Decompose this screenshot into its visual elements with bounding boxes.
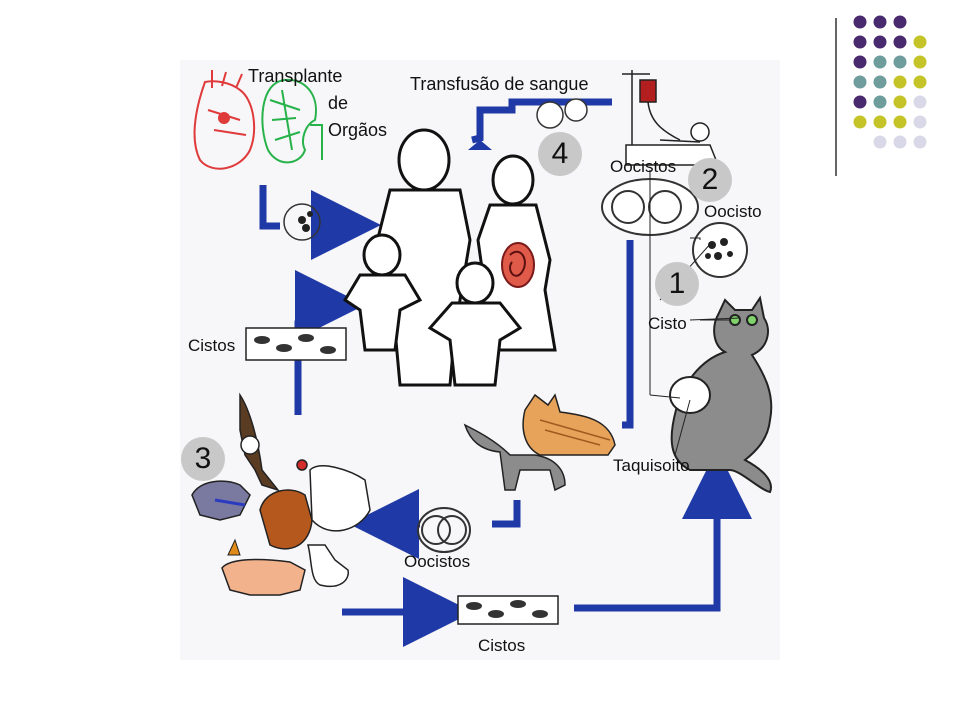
- arrow-oocyst-cat: [622, 240, 634, 429]
- orange-cat-icon: [522, 393, 616, 456]
- arrow-transfusion: [471, 98, 612, 144]
- badge-four: 4: [538, 132, 582, 176]
- decor-dot: [893, 15, 907, 29]
- decor-dot: [853, 95, 867, 109]
- eagle-icon: [239, 392, 281, 492]
- oocyst-icon: [536, 98, 588, 129]
- decor-dot: [893, 55, 907, 69]
- label-cistos-bottom: Cistos: [478, 636, 526, 655]
- decor-dot: [913, 35, 927, 49]
- decorative-dot-grid: [835, 15, 927, 176]
- decor-dot: [873, 15, 887, 29]
- decor-dot: [893, 35, 907, 49]
- gray-cat-icon: [669, 295, 773, 494]
- decor-dot: [893, 135, 907, 149]
- kidney-icon: [261, 78, 323, 164]
- decor-dot: [853, 15, 867, 29]
- decor-dot: [853, 55, 867, 69]
- arrow-cysts-to-cat: [574, 449, 752, 612]
- arrow-cat-to-oocysts: [492, 500, 521, 528]
- blood-bag-icon: [622, 70, 720, 166]
- arrow-organs: [259, 185, 280, 230]
- badge-two: 2: [688, 158, 732, 202]
- oocyst-icon: [417, 507, 471, 553]
- chicken-icon: [259, 459, 371, 550]
- label-oocisto: Oocisto: [704, 202, 762, 221]
- label-transplante: Transplante: [248, 66, 343, 86]
- decor-dot: [873, 95, 887, 109]
- decor-dot: [913, 95, 927, 109]
- label-orgaos: Orgãos: [328, 120, 388, 140]
- goose-icon: [307, 544, 349, 587]
- tissue-cyst-icon: [245, 327, 559, 625]
- decor-dot: [893, 115, 907, 129]
- label-oocistos-bottom: Oocistos: [404, 552, 471, 571]
- gray-cat-icon: [463, 423, 566, 492]
- heart-icon: [193, 70, 256, 170]
- decor-dot: [913, 75, 927, 89]
- decor-dot: [873, 115, 887, 129]
- badge-one: 1: [655, 262, 699, 306]
- decor-dot: [913, 55, 927, 69]
- decor-dot: [913, 115, 927, 129]
- label-cisto: Cisto: [648, 314, 687, 333]
- label-oocistos-top: Oocistos: [610, 157, 677, 176]
- label-taquisoito: Taquisoito: [613, 456, 690, 475]
- decor-dot: [873, 55, 887, 69]
- decor-dot: [913, 135, 927, 149]
- fetus-icon: [501, 242, 535, 288]
- arrow-cysts-to-family: [294, 270, 365, 415]
- decor-dot: [873, 35, 887, 49]
- label-cistos-left: Cistos: [188, 336, 236, 355]
- decor-dot: [873, 75, 887, 89]
- dog-icon: [191, 480, 251, 521]
- pig-icon: [221, 558, 306, 596]
- decor-dot: [873, 135, 887, 149]
- decor-dot: [893, 95, 907, 109]
- label-de: de: [328, 93, 349, 113]
- decor-dot: [853, 115, 867, 129]
- decor-dot: [853, 75, 867, 89]
- badge-three: 3: [181, 437, 225, 481]
- decor-dot: [893, 75, 907, 89]
- decor-dot: [853, 35, 867, 49]
- label-transfusao: Transfusão de sangue: [410, 74, 589, 94]
